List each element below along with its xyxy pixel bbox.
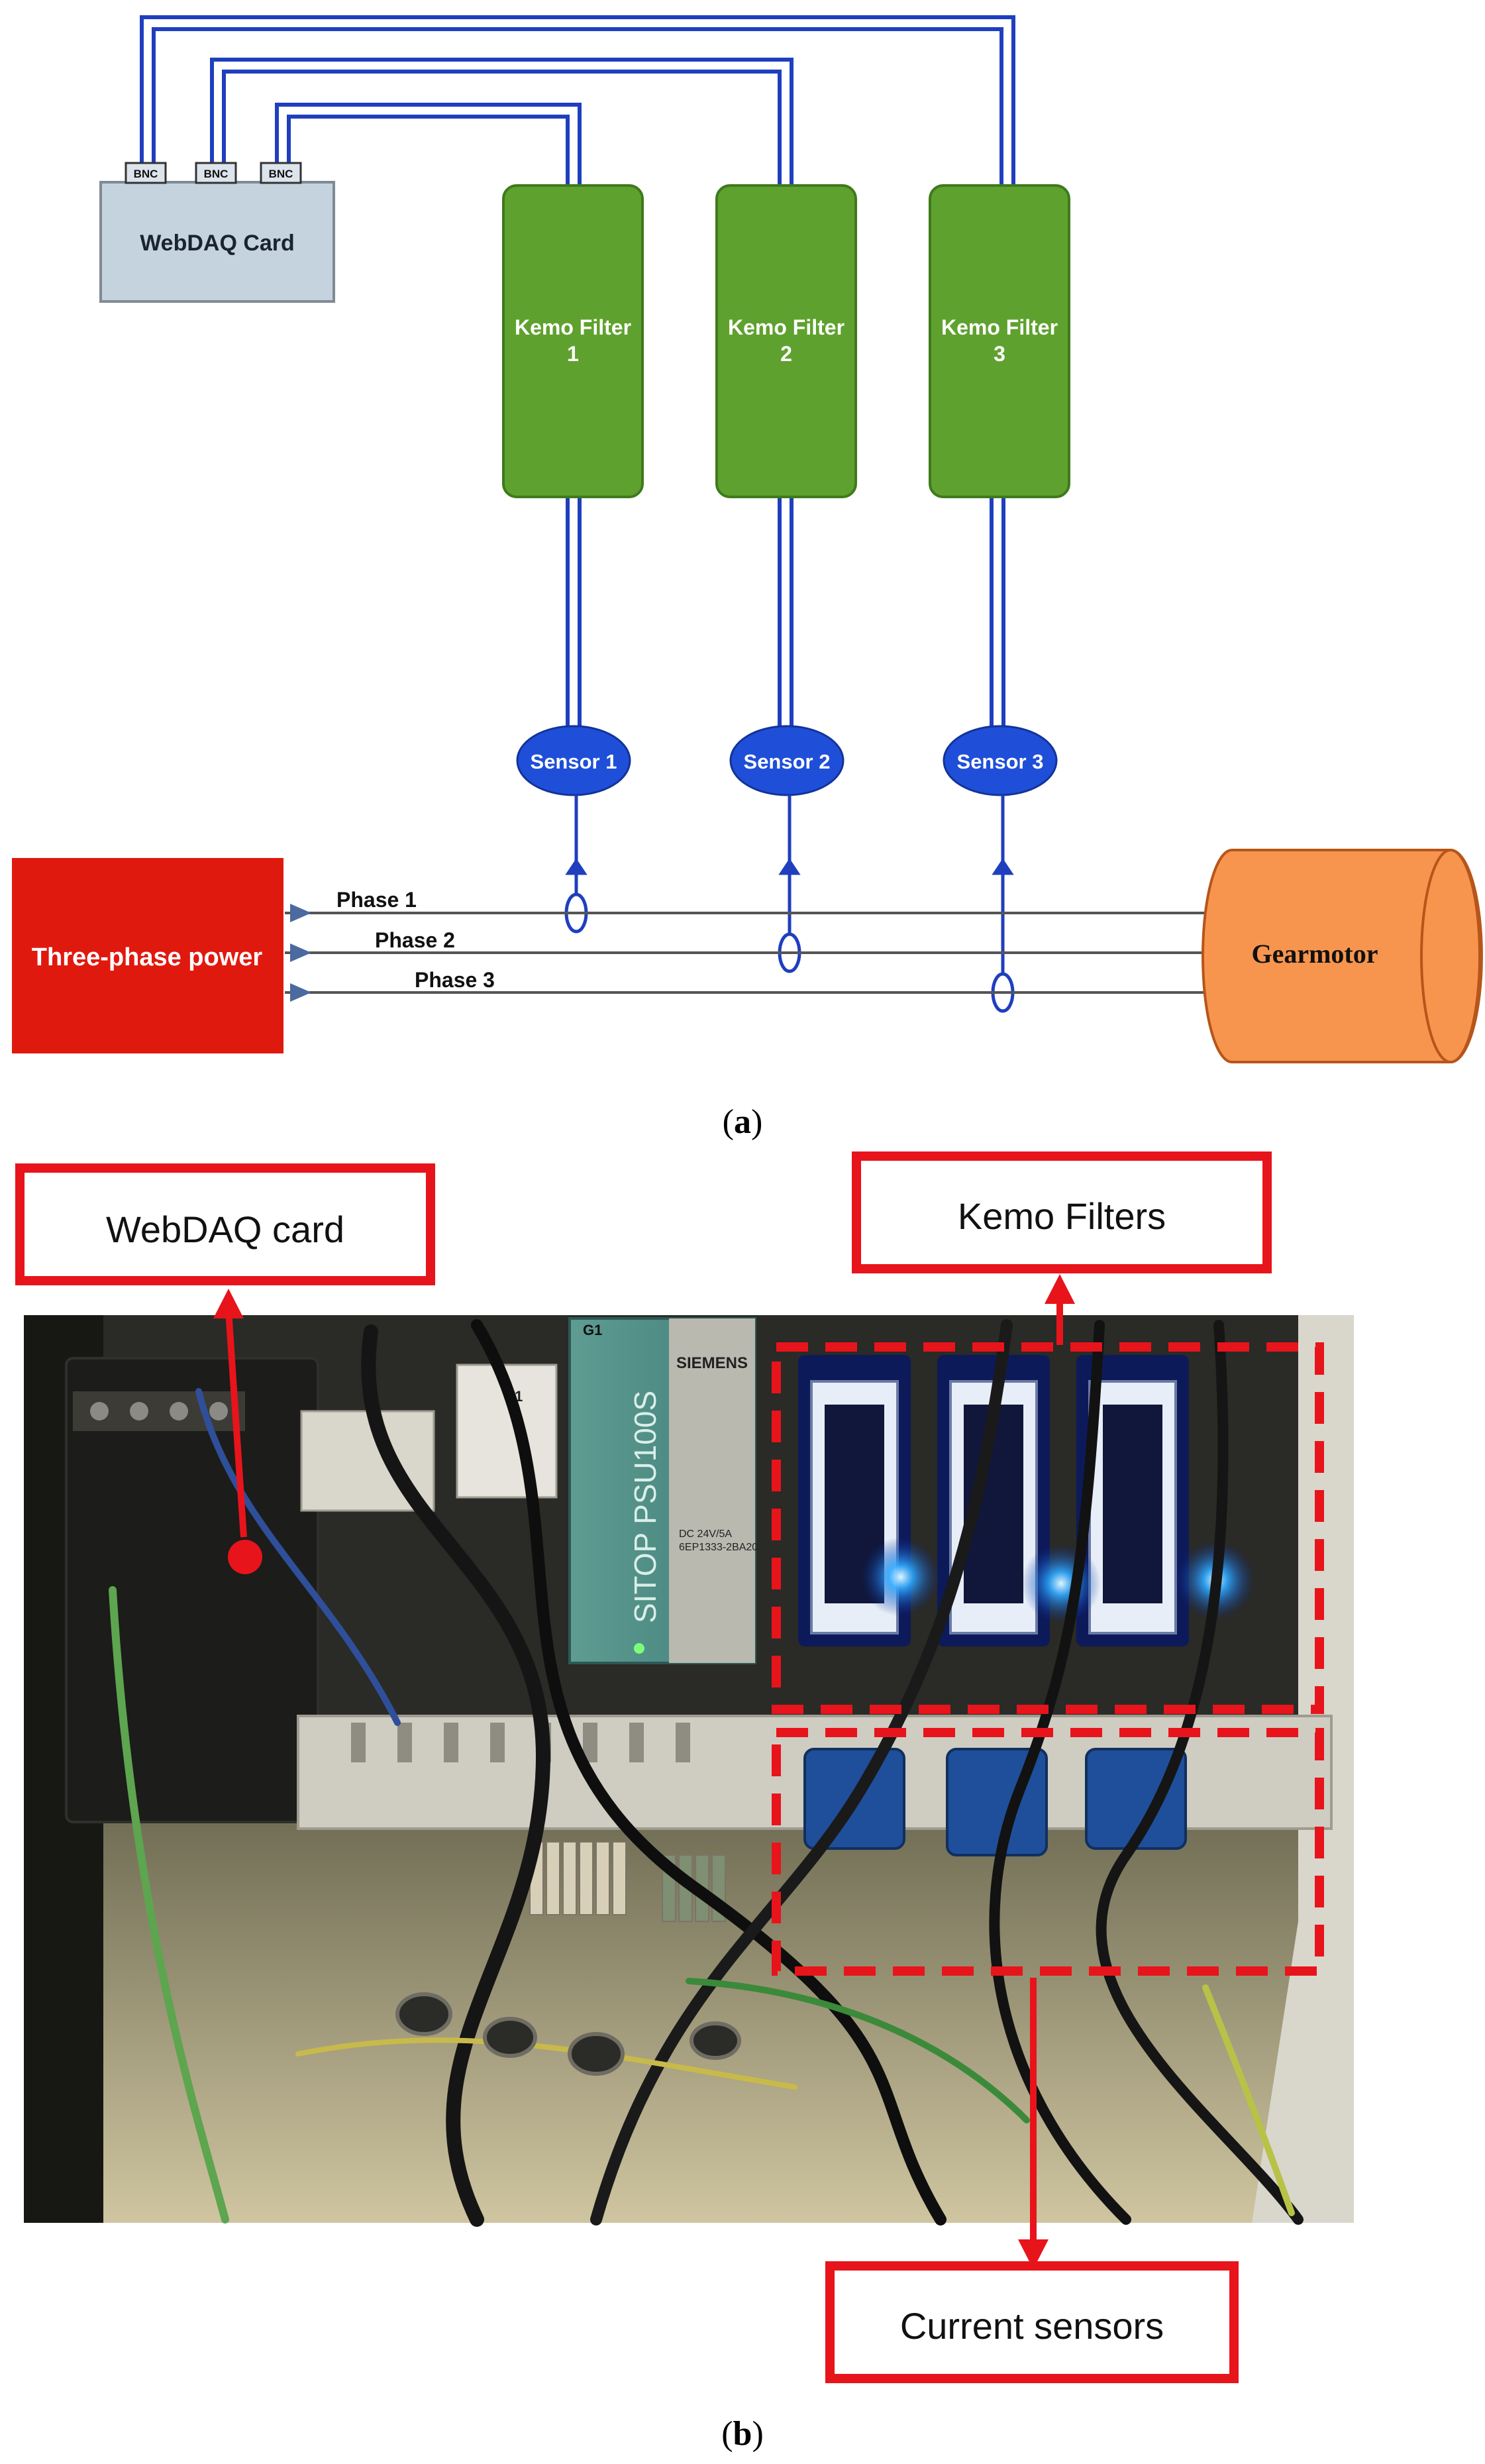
phase-2-label: Phase 2 bbox=[375, 928, 455, 952]
callout-sensors-label: Current sensors bbox=[900, 2305, 1164, 2347]
psu-brand: SIEMENS bbox=[676, 1354, 748, 1372]
callout-webdaq-dot bbox=[228, 1540, 262, 1574]
photo-current-sensors bbox=[803, 1748, 1187, 1856]
phase-3-label: Phase 3 bbox=[415, 968, 495, 992]
caption-a: (a) bbox=[723, 1103, 763, 1141]
three-phase-power: Three-phase power bbox=[12, 858, 283, 1053]
kemo-filter-2: Kemo Filter 2 bbox=[715, 184, 857, 498]
phase-1-label: Phase 1 bbox=[336, 888, 417, 912]
sensor-2-label: Sensor 2 bbox=[744, 750, 831, 773]
photo-webdaq-device bbox=[65, 1357, 319, 1823]
filters-highlight-box bbox=[772, 1342, 1324, 1714]
sensor-3-label: Sensor 3 bbox=[957, 750, 1044, 773]
gearmotor-label: Gearmotor bbox=[1251, 939, 1378, 969]
callout-webdaq: WebDAQ card bbox=[15, 1163, 435, 1574]
bnc-port-3: BNC bbox=[269, 168, 293, 180]
kemo-filter-2-number: 2 bbox=[780, 342, 792, 366]
callout-filters: Kemo Filters bbox=[772, 1152, 1324, 1714]
photo-floor-grommets bbox=[395, 1992, 741, 2076]
webdaq-label: WebDAQ Card bbox=[140, 231, 295, 256]
bnc-port-1: BNC bbox=[134, 168, 158, 180]
sensor-1-label: Sensor 1 bbox=[531, 750, 617, 773]
caption-b: (b) bbox=[721, 2415, 764, 2453]
three-phase-power-label: Three-phase power bbox=[32, 943, 263, 971]
gearmotor: Gearmotor bbox=[1202, 849, 1483, 1063]
sensor-3: Sensor 3 bbox=[943, 725, 1058, 796]
kemo-filter-1-number: 1 bbox=[567, 342, 579, 366]
signal-cables bbox=[140, 15, 1015, 729]
kemo-filter-1: Kemo Filter 1 bbox=[502, 184, 644, 498]
photo-siemens-psu: SIEMENS SITOP PSU100S G1 DC 24V/5A 6EP13… bbox=[568, 1317, 758, 1664]
kemo-filter-1-title: Kemo Filter bbox=[515, 315, 631, 339]
panel-b-photo: SIEMENS SITOP PSU100S G1 DC 24V/5A 6EP13… bbox=[15, 1152, 1354, 2453]
psu-spec-2: 6EP1333-2BA20 bbox=[679, 1542, 758, 1553]
panel-a-diagram: WebDAQ Card BNC BNC BNC Kemo Filter 1 Ke… bbox=[12, 15, 1483, 1141]
callout-webdaq-label: WebDAQ card bbox=[106, 1208, 344, 1250]
kemo-filter-3-title: Kemo Filter bbox=[941, 315, 1058, 339]
callout-webdaq-arrow bbox=[225, 1310, 247, 1538]
sensor-probe-lines bbox=[565, 795, 1014, 974]
callout-filters-label: Kemo Filters bbox=[958, 1195, 1166, 1237]
webdaq-card: WebDAQ Card bbox=[99, 181, 335, 303]
callout-sensors: Current sensors bbox=[772, 1728, 1324, 2383]
sensor-2: Sensor 2 bbox=[729, 725, 845, 796]
psu-spec-1: DC 24V/5A bbox=[679, 1528, 732, 1540]
sensors-highlight-box bbox=[772, 1728, 1324, 1976]
kemo-filter-3-number: 3 bbox=[994, 342, 1005, 366]
cable-duct-slots bbox=[351, 1723, 690, 1762]
sensor-1: Sensor 1 bbox=[516, 725, 631, 796]
psu-model: SITOP PSU100S bbox=[628, 1391, 662, 1623]
photo-kemo-modules bbox=[798, 1355, 1255, 1646]
kemo-filter-2-title: Kemo Filter bbox=[728, 315, 845, 339]
bnc-port-2: BNC bbox=[204, 168, 229, 180]
psu-id: G1 bbox=[583, 1322, 602, 1338]
kemo-filter-3: Kemo Filter 3 bbox=[929, 184, 1070, 498]
phase-lines bbox=[285, 904, 1212, 1002]
bnc-ports: BNC BNC BNC bbox=[125, 162, 302, 184]
